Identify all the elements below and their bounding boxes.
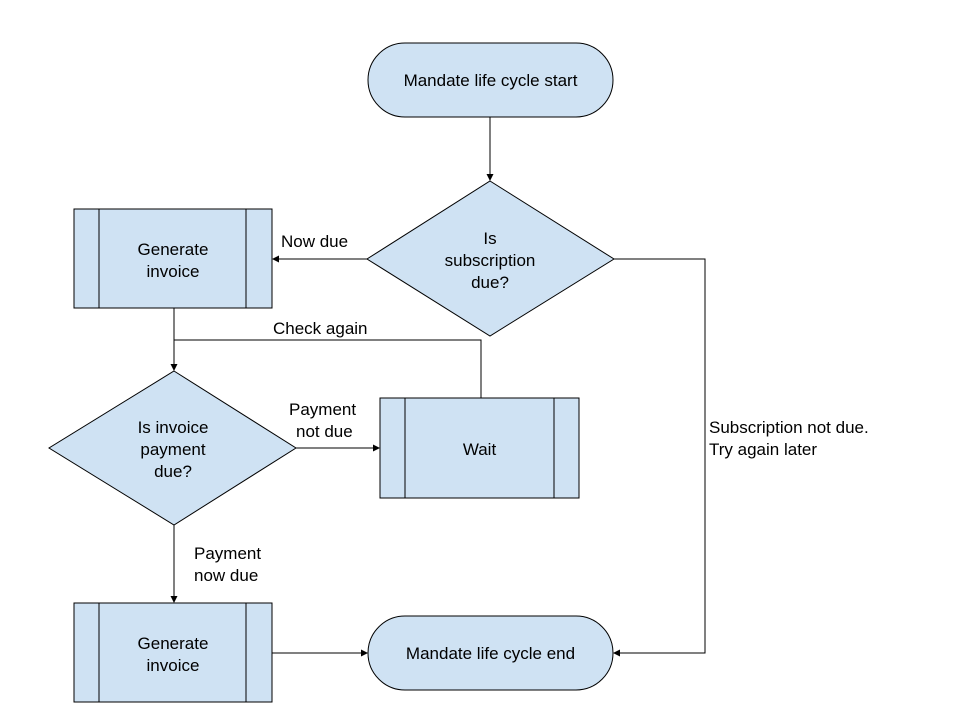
invoice-payment-decision-line-3: due? — [154, 462, 192, 481]
edge-label-subscription-not-due-line-1: Subscription not due. — [709, 418, 869, 437]
arrowhead — [361, 649, 368, 657]
generate-invoice-bottom-line-2: invoice — [147, 656, 200, 675]
end-node: Mandate life cycle end — [367, 615, 614, 691]
edge-subscription-not-due — [614, 258, 706, 654]
arrowhead — [613, 649, 620, 657]
edge-label-subscription-not-due-line-2: Try again later — [709, 440, 817, 459]
invoice-payment-decision-line-1: Is invoice — [138, 418, 209, 437]
edge-label-payment-not-due-line-1: Payment — [289, 400, 356, 419]
arrowhead — [170, 596, 178, 603]
generate-invoice-top-node: Generate invoice — [73, 208, 273, 309]
wait-node-label: Wait — [463, 440, 497, 459]
generate-invoice-bottom-node: Generate invoice — [73, 602, 273, 703]
arrowhead — [272, 255, 279, 263]
generate-invoice-bottom-line-1: Generate — [138, 634, 209, 653]
generate-invoice-top-line-2: invoice — [147, 262, 200, 281]
edge-label-payment-now-due-line-1: Payment — [194, 544, 261, 563]
arrowhead — [373, 444, 380, 452]
wait-node: Wait — [379, 397, 580, 499]
invoice-payment-decision-line-2: payment — [140, 440, 205, 459]
subscription-decision-node: Is subscription due? — [366, 180, 615, 337]
start-node: Mandate life cycle start — [367, 42, 614, 118]
edge-label-check-again: Check again — [273, 319, 368, 338]
subscription-decision-line-2: subscription — [445, 251, 536, 270]
end-node-label: Mandate life cycle end — [406, 644, 575, 663]
edge-label-now-due: Now due — [281, 232, 348, 251]
generate-invoice-top-line-1: Generate — [138, 240, 209, 259]
arrowhead — [486, 174, 494, 181]
arrowhead — [170, 364, 178, 371]
subscription-decision-line-1: Is — [483, 229, 496, 248]
edge-label-payment-now-due-line-2: now due — [194, 566, 258, 585]
subscription-decision-line-3: due? — [471, 273, 509, 292]
edge-label-payment-not-due-line-2: not due — [296, 422, 353, 441]
invoice-payment-decision-node: Is invoice payment due? — [48, 370, 297, 526]
start-node-label: Mandate life cycle start — [404, 71, 578, 90]
edge-check-again — [174, 339, 482, 398]
